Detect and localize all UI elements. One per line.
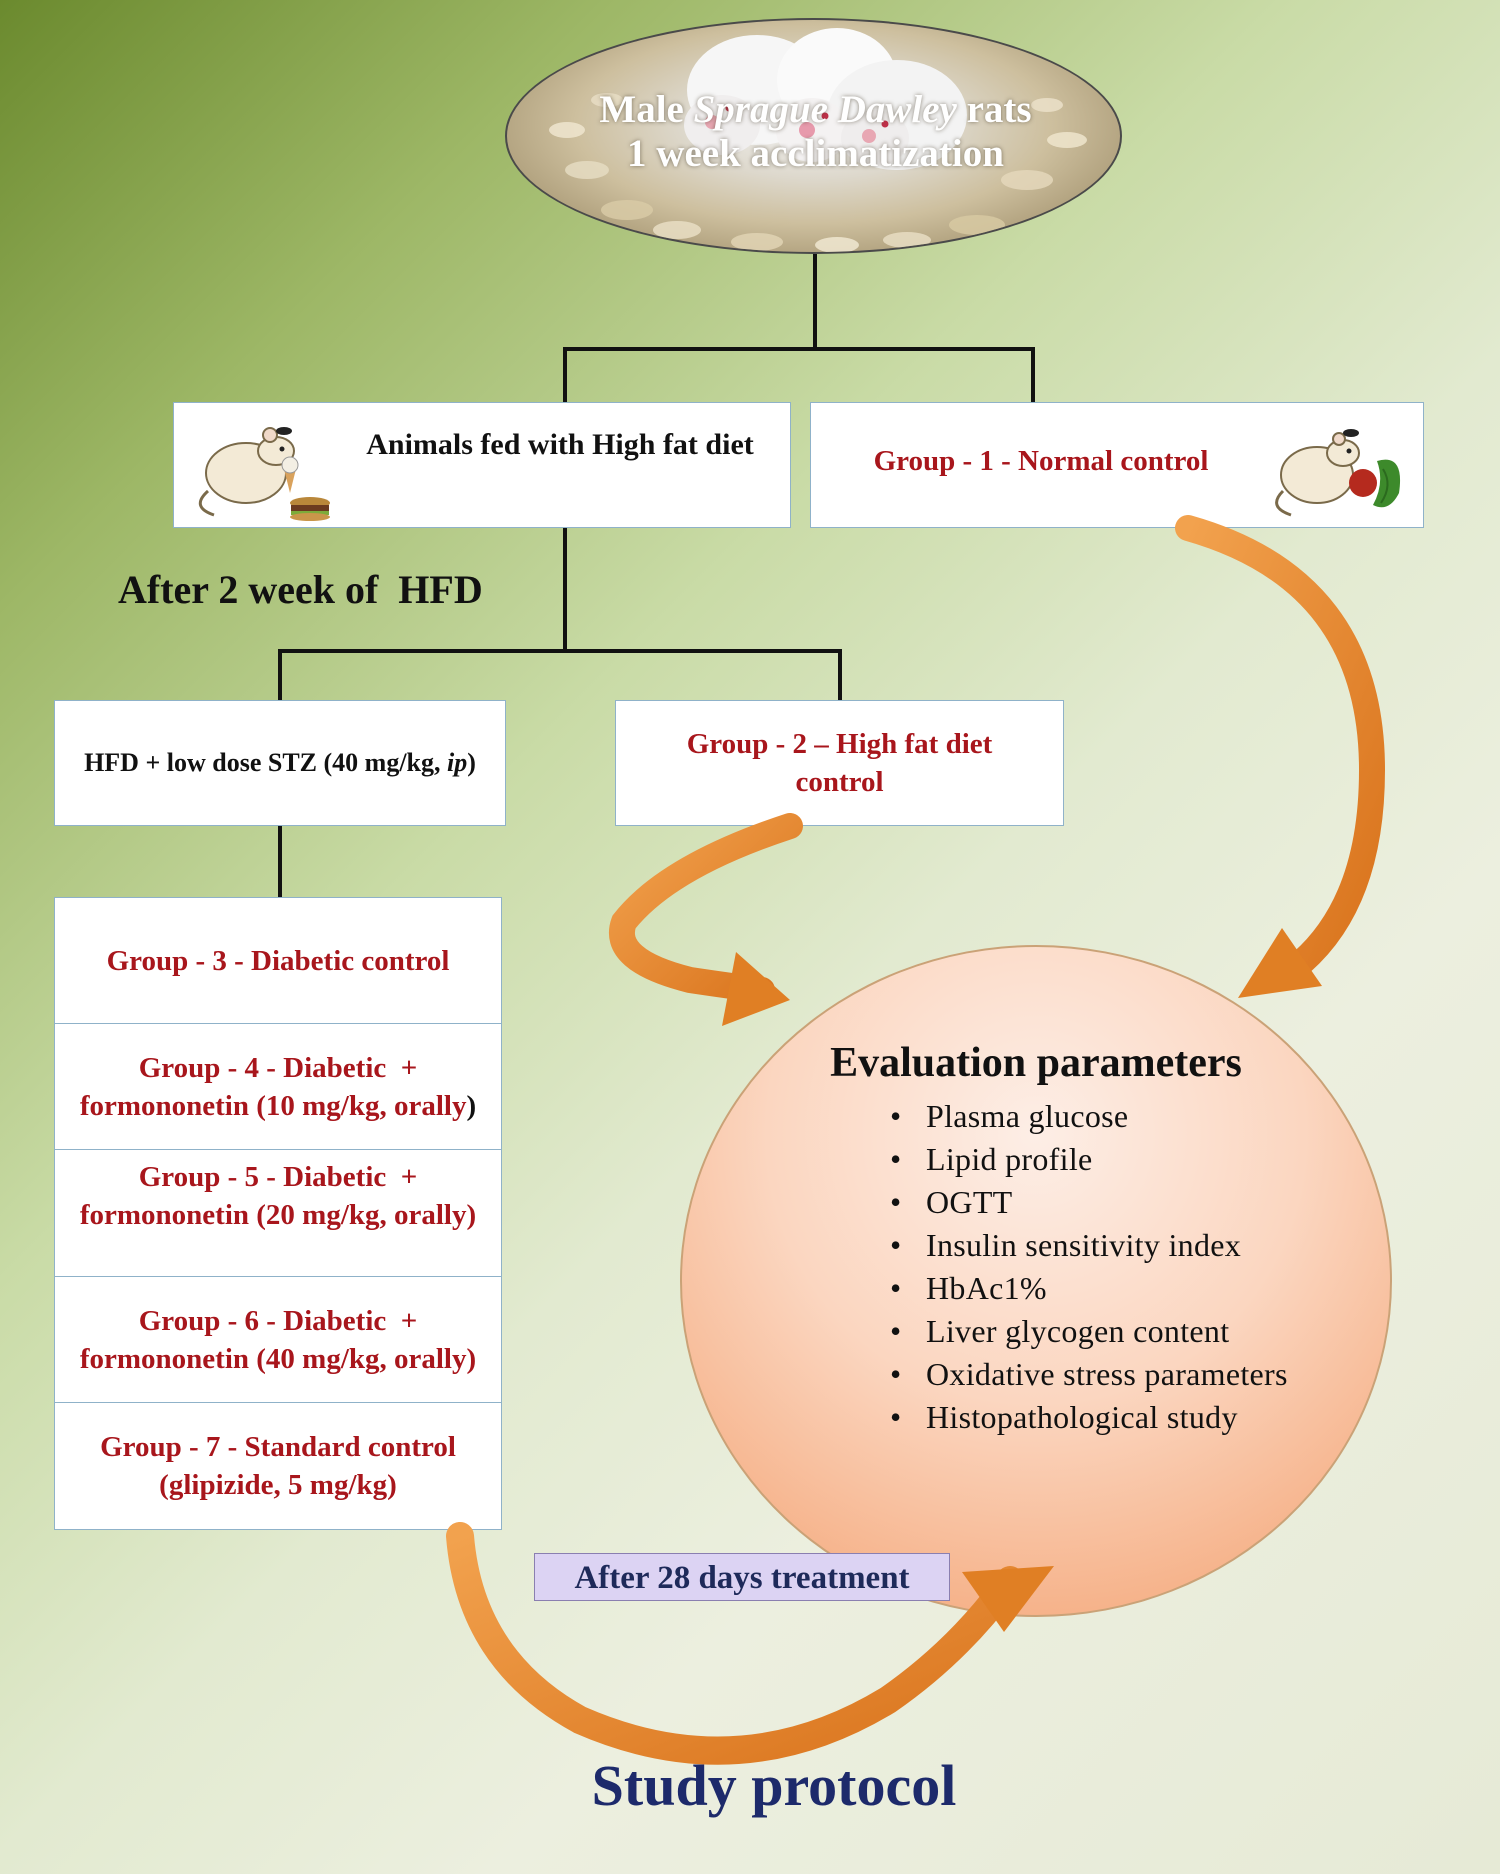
evaluation-title: Evaluation parameters	[830, 1040, 1242, 1086]
group7-box: Group - 7 - Standard control (glipizide,…	[54, 1402, 502, 1530]
connector-to-group2	[838, 649, 842, 701]
group7-line2: (glipizide, 5 mg/kg)	[159, 1469, 397, 1501]
arrow-group2-to-evaluation	[609, 813, 803, 1003]
top-title-line1: Male Sprague Dawley rats	[507, 88, 1120, 132]
rat-with-vegetables-icon	[1275, 429, 1401, 517]
group6-box: Group - 6 - Diabetic + formononetin (40 …	[54, 1276, 502, 1403]
group3-box: Group - 3 - Diabetic control	[54, 897, 502, 1024]
group5-box: Group - 5 - Diabetic + formononetin (20 …	[54, 1149, 502, 1277]
connector-to-stz	[278, 649, 282, 701]
top-title: Male Sprague Dawley rats 1 week acclimat…	[507, 88, 1120, 176]
group4-box: Group - 4 - Diabetic + formononetin (10 …	[54, 1023, 502, 1150]
group3-label: Group - 3 - Diabetic control	[106, 944, 450, 977]
group4-line1: Group - 4 - Diabetic +	[138, 1051, 418, 1084]
evaluation-item: Liver glycogen content	[890, 1310, 1288, 1353]
evaluation-item: HbAc1%	[890, 1267, 1288, 1310]
stz-box: HFD + low dose STZ (40 mg/kg, ip)	[54, 700, 506, 826]
arrow-group1-to-evaluation	[1175, 515, 1386, 975]
group6-line2: formononetin (40 mg/kg, orally)	[79, 1342, 477, 1375]
group4-label: Group - 4 - Diabetic + formononetin (10 …	[80, 1049, 476, 1125]
connector-top-horizontal	[563, 347, 1035, 351]
evaluation-list: Plasma glucose Lipid profile OGTT Insuli…	[890, 1095, 1288, 1439]
arrow-group2-head	[722, 952, 790, 1026]
rats-photo-ellipse: Male Sprague Dawley rats 1 week acclimat…	[505, 18, 1122, 254]
rats-photo-illustration	[549, 28, 1087, 252]
evaluation-item: Oxidative stress parameters	[890, 1353, 1288, 1396]
group4-line2-wrap: formononetin (10 mg/kg, orally)	[80, 1087, 476, 1125]
evaluation-item: Insulin sensitivity index	[890, 1224, 1288, 1267]
stz-label-route: ip	[447, 748, 468, 777]
group1-label: Group - 1 - Normal control	[873, 445, 1209, 477]
connector-mid-horizontal	[278, 649, 842, 653]
after-hfd-label: After 2 week of HFD	[118, 567, 483, 612]
top-title-species: Sprague Dawley	[693, 88, 957, 131]
connector-hfd-down	[563, 528, 567, 652]
evaluation-item: Plasma glucose	[890, 1095, 1288, 1138]
evaluation-parameters-circle: Evaluation parameters Plasma glucose Lip…	[680, 945, 1392, 1617]
footer-title: Study protocol	[591, 1753, 957, 1818]
evaluation-item: Lipid profile	[890, 1138, 1288, 1181]
evaluation-item: Histopathological study	[890, 1396, 1288, 1439]
rat-with-junkfood-icon	[198, 427, 330, 521]
top-title-line1-suffix: rats	[956, 88, 1032, 131]
group6-label: Group - 6 - Diabetic + formononetin (40 …	[80, 1302, 476, 1378]
top-title-line1-prefix: Male	[599, 88, 694, 131]
connector-to-hfd	[563, 347, 567, 403]
group2-label: Group - 2 – High fat diet control	[686, 728, 993, 798]
stz-label-suffix: )	[467, 748, 476, 777]
group2-box: Group - 2 – High fat diet control	[615, 700, 1064, 826]
hfd-box: Animals fed with High fat diet	[173, 402, 791, 528]
stz-label: HFD + low dose STZ (40 mg/kg, ip)	[84, 748, 476, 778]
group7-label: Group - 7 - Standard control (glipizide,…	[100, 1428, 456, 1504]
evaluation-item: OGTT	[890, 1181, 1288, 1224]
connector-to-group1	[1031, 347, 1035, 403]
hfd-box-label: Animals fed with High fat diet	[366, 428, 754, 461]
arrow-group1-head	[1238, 928, 1322, 998]
group1-box: Group - 1 - Normal control	[810, 402, 1424, 528]
group7-line1: Group - 7 - Standard control	[100, 1431, 456, 1463]
group5-line2: formononetin (20 mg/kg, orally)	[79, 1199, 477, 1231]
group6-line1: Group - 6 - Diabetic +	[138, 1304, 418, 1337]
top-title-line2: 1 week acclimatization	[627, 132, 1004, 175]
stz-label-prefix: HFD + low dose STZ (40 mg/kg,	[84, 748, 448, 777]
connector-stz-down	[278, 826, 282, 898]
treatment-label: After 28 days treatment	[534, 1553, 950, 1601]
group4-line2-tail: )	[466, 1089, 477, 1122]
connector-top-vertical	[813, 254, 817, 350]
group4-line2: formononetin (10 mg/kg, orally	[79, 1089, 467, 1122]
group5-line1: Group - 5 - Diabetic +	[138, 1161, 418, 1193]
group5-label: Group - 5 - Diabetic + formononetin (20 …	[80, 1158, 476, 1234]
